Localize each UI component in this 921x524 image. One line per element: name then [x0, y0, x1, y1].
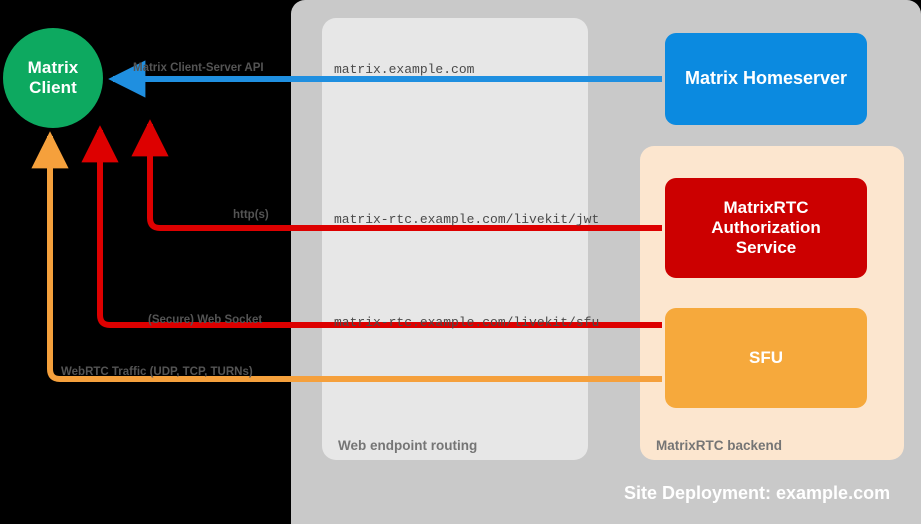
- node-matrix-homeserver[interactable]: Matrix Homeserver: [665, 33, 867, 125]
- endpoint-livekit-sfu: matrix-rtc.example.com/livekit/sfu: [334, 315, 600, 330]
- node-sfu[interactable]: SFU: [665, 308, 867, 408]
- web-endpoint-routing-label: Web endpoint routing: [338, 438, 478, 453]
- auth-service-label-line3: Service: [735, 238, 797, 258]
- node-matrix-client[interactable]: Matrix Client: [3, 28, 103, 128]
- endpoint-livekit-jwt: matrix-rtc.example.com/livekit/jwt: [334, 212, 600, 227]
- node-matrixrtc-authorization-service[interactable]: MatrixRTC Authorization Service: [665, 178, 867, 278]
- matrixrtc-backend-label: MatrixRTC backend: [656, 438, 783, 453]
- wire-jwt-auth: [131, 119, 662, 231]
- web-endpoint-routing-panel: [322, 18, 588, 460]
- auth-service-label-line2: Authorization: [711, 217, 821, 237]
- sfu-label: SFU: [749, 347, 783, 367]
- wire-webrtc-media: [31, 131, 662, 382]
- protocol-https: http(s): [233, 209, 269, 221]
- matrix-client-label-line1: Matrix: [27, 57, 79, 77]
- site-deployment-label: Site Deployment: example.com: [624, 483, 891, 503]
- matrix-homeserver-label: Matrix Homeserver: [684, 68, 848, 89]
- protocol-websocket: (Secure) Web Socket: [148, 314, 263, 326]
- auth-service-label-line1: MatrixRTC: [723, 197, 809, 217]
- protocol-client-server-api: Matrix Client-Server API: [133, 62, 264, 74]
- matrix-client-label-line2: Client: [29, 78, 77, 97]
- endpoint-matrix-domain: matrix.example.com: [334, 62, 475, 77]
- protocol-webrtc: WebRTC Traffic (UDP, TCP, TURNs): [61, 366, 253, 378]
- wire-sfu-signalling: [81, 125, 662, 328]
